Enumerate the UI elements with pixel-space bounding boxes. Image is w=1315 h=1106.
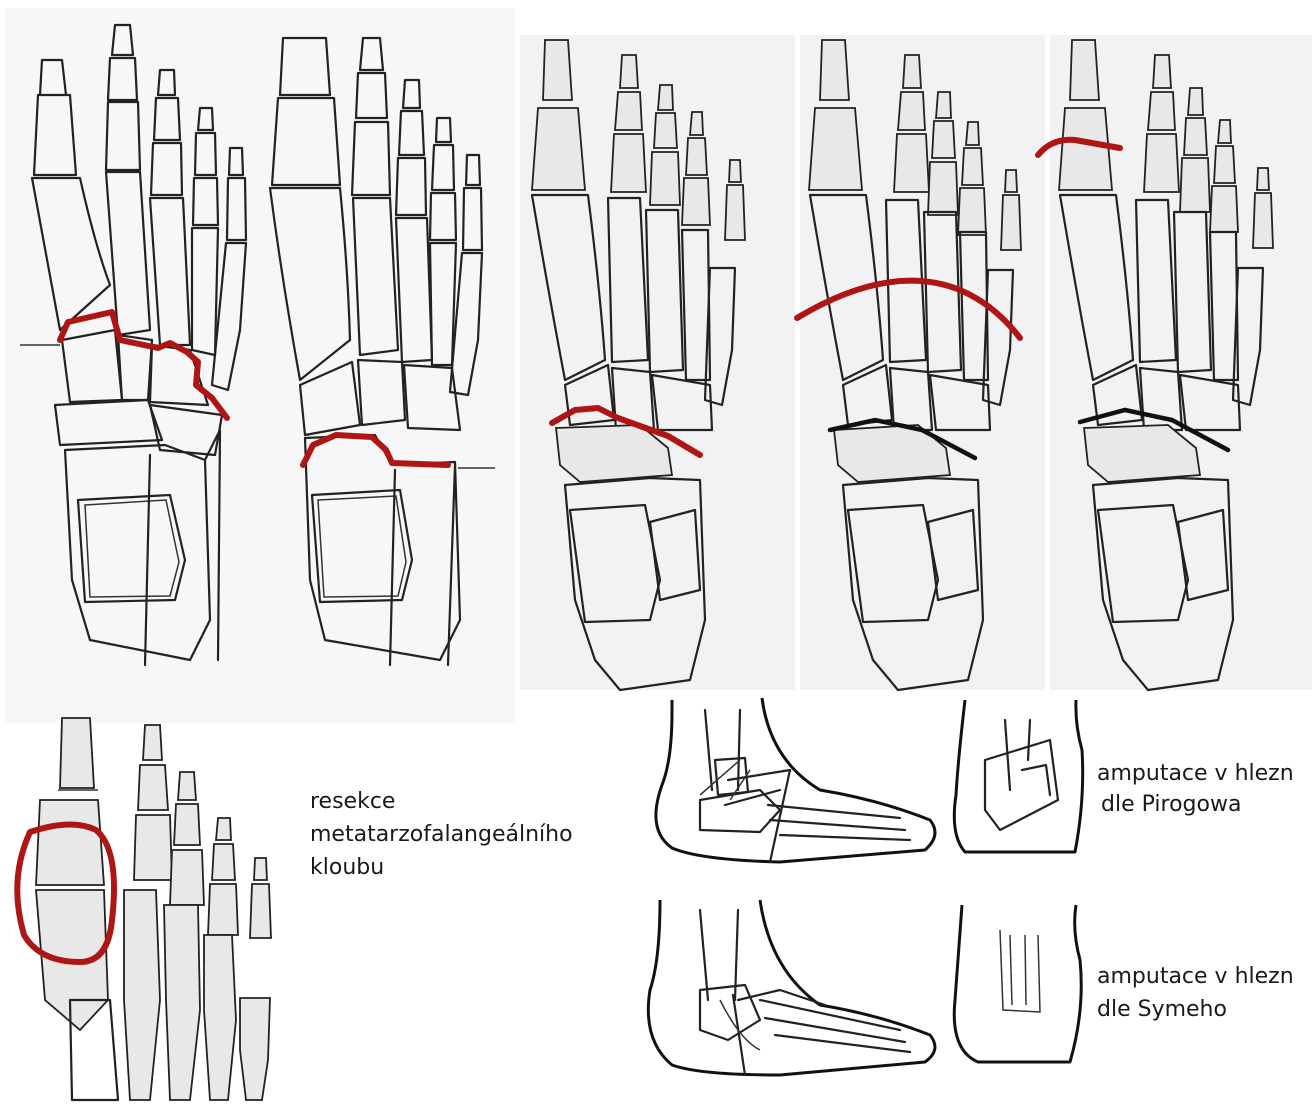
resection-caption-line-3: kloubu (310, 854, 573, 881)
pirogow-caption: amputace v hlezn dle Pirogowa (1097, 760, 1294, 818)
syme-caption-line-1: amputace v hlezn (1097, 963, 1294, 990)
foot-diagram-metatarsal-arc (797, 40, 1021, 690)
syme-side-view (648, 900, 1081, 1075)
resection-caption: resekce metatarzofalangeálního kloubu (310, 788, 573, 881)
pirogow-caption-line-2: dle Pirogowa (1097, 791, 1294, 818)
foot-diagram-mtp-resection (17, 718, 271, 1100)
foot-diagram-lisfranc (20, 25, 246, 665)
resection-caption-line-1: resekce (310, 788, 573, 815)
resection-caption-line-2: metatarzofalangeálního (310, 821, 573, 848)
syme-caption-line-2: dle Symeho (1097, 996, 1294, 1023)
foot-diagram-toe-amputation (1038, 40, 1273, 690)
pirogow-side-view (656, 698, 1083, 862)
chopart-cut-line (303, 435, 448, 465)
pirogow-caption-line-1: amputace v hlezn (1097, 760, 1294, 787)
syme-caption: amputace v hlezn dle Symeho (1097, 963, 1294, 1023)
foot-diagram-tarsal-cut (532, 40, 745, 690)
foot-diagram-chopart (270, 38, 495, 665)
